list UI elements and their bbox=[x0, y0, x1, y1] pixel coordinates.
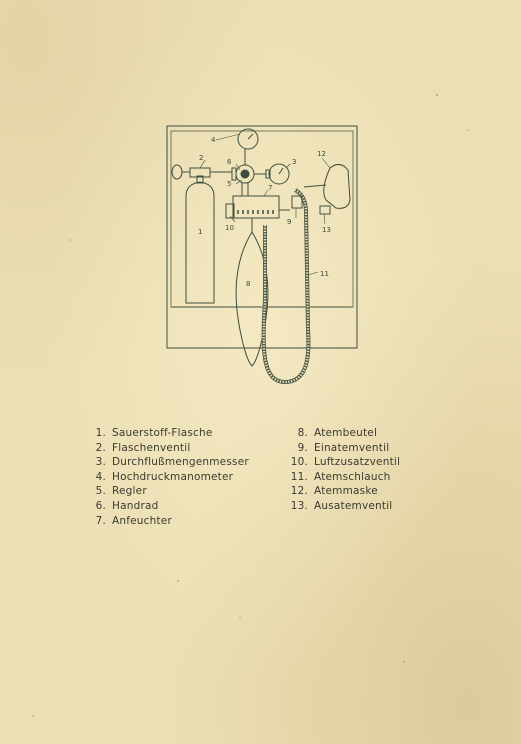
callout-5: 5 bbox=[227, 180, 231, 188]
legend-item: 10.Luftzusatzventil bbox=[290, 456, 401, 469]
cylinder-neck bbox=[196, 175, 204, 184]
callout-4: 4 bbox=[211, 136, 216, 144]
callout-1: 1 bbox=[198, 228, 202, 236]
exhalation-valve bbox=[319, 205, 331, 215]
callout-10: 10 bbox=[225, 224, 234, 232]
callout-3: 3 bbox=[292, 158, 296, 166]
breathing-mask bbox=[323, 164, 351, 209]
legend-item: 1.Sauerstoff-Flasche bbox=[95, 427, 213, 439]
legend-item: 4.Hochdruckmanometer bbox=[95, 470, 234, 483]
legend-item: 3.Durchflußmengenmesser bbox=[95, 456, 249, 469]
legend-right-column: 8.Atembeutel 9.Einatemventil 10.Luftzusa… bbox=[290, 426, 400, 514]
cabinet-frame bbox=[166, 125, 358, 349]
inhalation-valve bbox=[291, 195, 303, 209]
legend-item: 12.Atemmaske bbox=[290, 485, 378, 498]
callout-6: 6 bbox=[227, 158, 232, 166]
callout-11: 11 bbox=[320, 270, 329, 278]
legend-item: 11.Atemschlauch bbox=[290, 470, 391, 483]
callout-8: 8 bbox=[246, 280, 250, 288]
legend-item: 8.Atembeutel bbox=[297, 427, 378, 439]
legend-left-column: 1.Sauerstoff-Flasche 2.Flaschenventil 3.… bbox=[88, 426, 249, 528]
legend-item: 9.Einatemventil bbox=[297, 441, 390, 454]
breathing-bag bbox=[235, 231, 269, 367]
callout-13: 13 bbox=[322, 226, 331, 234]
callout-2: 2 bbox=[199, 154, 203, 162]
handwheel bbox=[240, 169, 250, 179]
high-pressure-manometer bbox=[237, 128, 259, 150]
callout-12: 12 bbox=[317, 150, 326, 158]
legend-item: 2.Flaschenventil bbox=[95, 441, 191, 454]
callout-9: 9 bbox=[287, 218, 291, 226]
cylinder-valve-wheel bbox=[171, 164, 183, 180]
legend-item: 7.Anfeuchter bbox=[95, 514, 172, 527]
flow-meter bbox=[268, 163, 290, 185]
humidifier bbox=[232, 195, 280, 219]
callout-7: 7 bbox=[268, 184, 272, 192]
oxygen-cylinder bbox=[185, 181, 215, 304]
legend-item: 13.Ausatemventil bbox=[290, 499, 393, 512]
air-admission-valve bbox=[225, 203, 235, 219]
legend-item: 6.Handrad bbox=[95, 499, 159, 512]
legend-item: 5.Regler bbox=[95, 485, 147, 498]
